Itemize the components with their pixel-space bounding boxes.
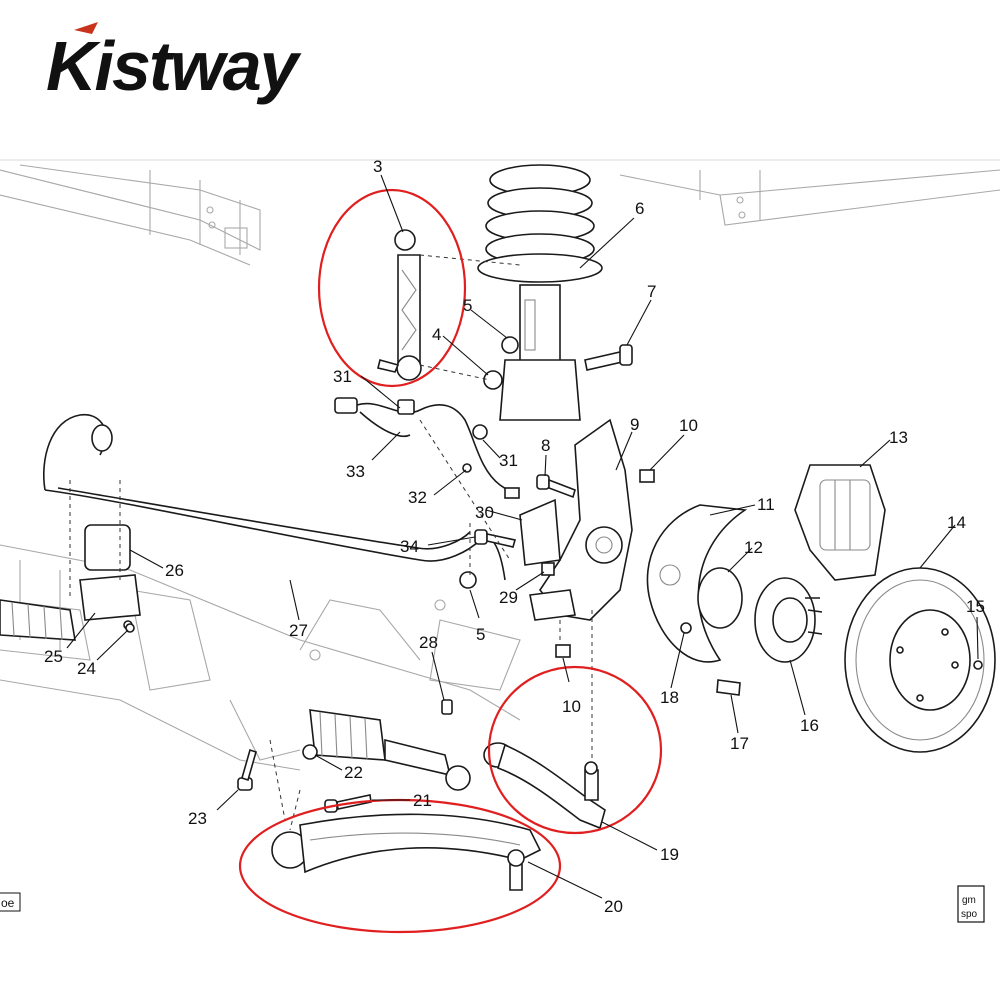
steering-rack-boot [309, 709, 471, 791]
callout-29: 29 [499, 588, 518, 607]
callout-31-left: 31 [333, 367, 352, 386]
callout-16: 16 [800, 716, 819, 735]
callout-21: 21 [413, 791, 432, 810]
callout-labels: 3 4 5 5 6 7 8 9 10 10 11 12 13 14 15 16 … [44, 157, 985, 916]
assembly-guides [69, 254, 593, 831]
link-nut-upper [501, 336, 519, 354]
callout-18: 18 [660, 688, 679, 707]
knuckle-bolt [536, 474, 576, 499]
callout-8: 8 [541, 436, 550, 455]
wheel-stud [716, 679, 741, 696]
gm-spo-logo: gm spo [957, 885, 985, 923]
corner-mark-left: oe [0, 892, 21, 912]
callout-33: 33 [346, 462, 365, 481]
callout-26: 26 [165, 561, 184, 580]
front-lower-control-arm-front [271, 813, 542, 891]
shield-bolt [680, 622, 692, 634]
callout-19: 19 [660, 845, 679, 864]
link-nut-lower [459, 571, 477, 589]
control-arm-nut [302, 744, 318, 760]
callout-20: 20 [604, 897, 623, 916]
wheel-speed-harness [334, 397, 520, 499]
kistway-logo: Kistway [46, 22, 304, 105]
splash-shield [646, 504, 748, 663]
strut-assembly [499, 284, 581, 421]
coil-spring [477, 164, 603, 283]
leader-lines [66, 174, 979, 899]
stabilizer-bar [42, 414, 506, 581]
callout-9: 9 [630, 415, 639, 434]
rotor-retainer-screw [973, 660, 983, 670]
callout-10-upper: 10 [679, 416, 698, 435]
highlight-rear-control-arm [487, 665, 663, 835]
callout-3: 3 [373, 157, 382, 176]
brake-caliper [794, 464, 886, 581]
front-lower-control-arm-rear [483, 742, 606, 830]
callout-30: 30 [475, 503, 494, 522]
corner-text-left: oe [1, 896, 15, 910]
seal-ring [697, 567, 743, 629]
stabilizer-link [377, 229, 422, 381]
callout-27: 27 [289, 621, 308, 640]
frame-top-left [0, 164, 261, 266]
callout-11: 11 [757, 495, 775, 514]
callout-4: 4 [432, 325, 441, 344]
callout-22: 22 [344, 763, 363, 782]
subframe [0, 544, 521, 771]
callout-23: 23 [188, 809, 207, 828]
callout-28: 28 [419, 633, 438, 652]
callout-5-lower: 5 [476, 625, 485, 644]
callout-6: 6 [635, 199, 644, 218]
callout-31-right: 31 [499, 451, 518, 470]
stabilizer-bushing [79, 524, 141, 630]
subframe-bolt [237, 748, 257, 791]
strut-nut [483, 370, 503, 390]
knuckle-nut [541, 562, 555, 576]
spo-text: spo [961, 909, 978, 920]
steering-knuckle [529, 418, 633, 621]
callout-34: 34 [400, 537, 419, 556]
bracket-bolt [474, 529, 517, 548]
callout-10-lower: 10 [562, 697, 581, 716]
callout-32: 32 [408, 488, 427, 507]
frame-top-right [619, 169, 1000, 226]
logo-accent-mark [74, 22, 98, 34]
hub-nut-upper [639, 469, 655, 483]
caliper-bracket [519, 498, 561, 566]
rear-arm-nut [441, 699, 453, 715]
callout-13: 13 [889, 428, 908, 447]
wheel-hub-bearing [754, 577, 823, 663]
ball-joint-nut [555, 644, 571, 658]
callout-15: 15 [966, 597, 985, 616]
logo-text: Kistway [46, 27, 302, 105]
brake-rotor [844, 567, 996, 753]
bushing-bracket-bolt [125, 623, 135, 633]
callout-7: 7 [647, 282, 656, 301]
gm-text: gm [962, 895, 976, 906]
callout-14: 14 [947, 513, 966, 532]
callout-5-upper: 5 [463, 296, 472, 315]
callout-25: 25 [44, 647, 63, 666]
callout-17: 17 [730, 734, 749, 753]
callout-12: 12 [744, 538, 763, 557]
highlight-stabilizer-link [317, 188, 467, 388]
callout-24: 24 [77, 659, 96, 678]
steering-boot-left [0, 599, 76, 641]
strut-bolt [584, 344, 633, 371]
